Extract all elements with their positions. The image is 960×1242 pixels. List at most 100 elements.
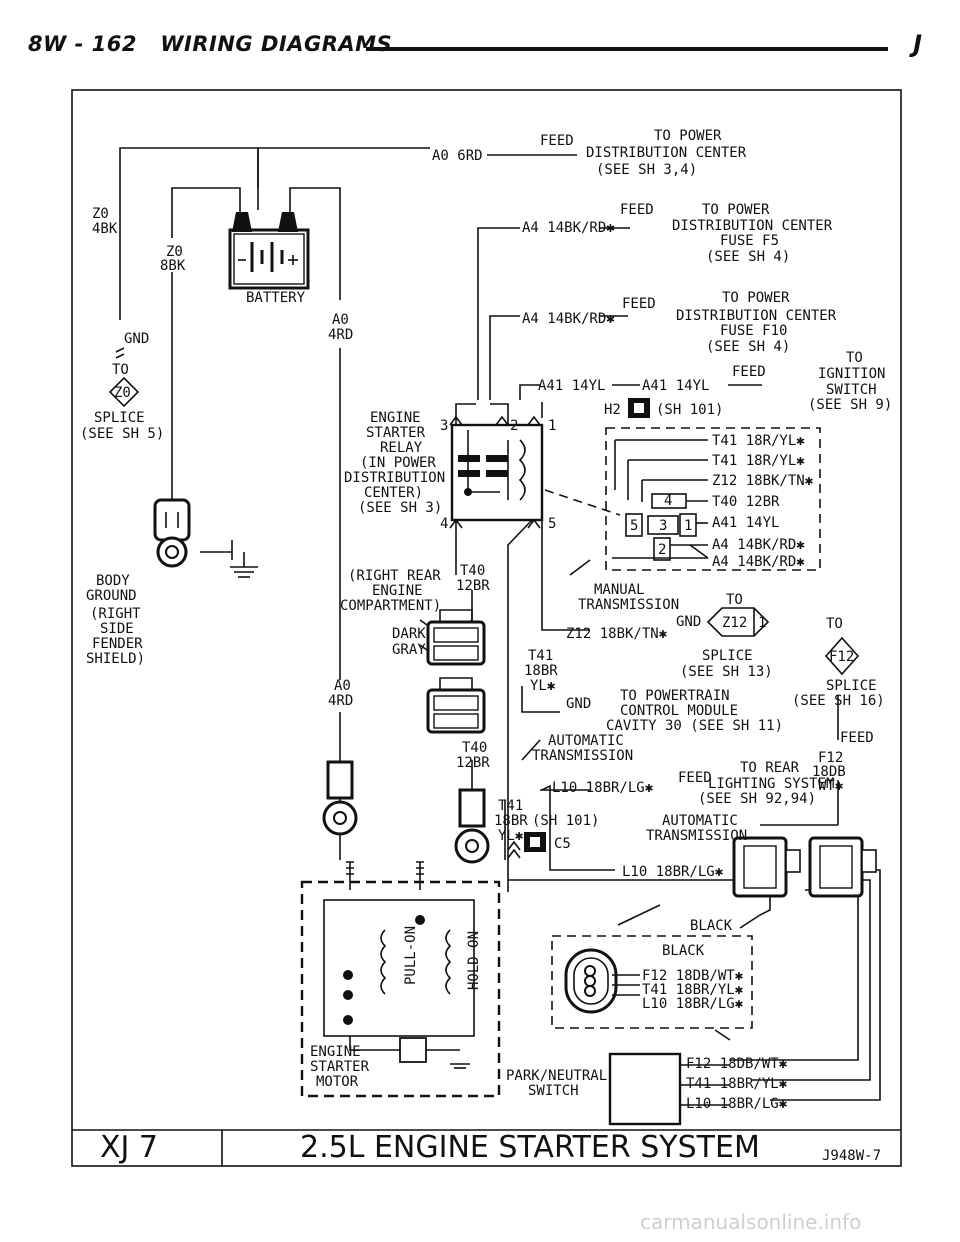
label-location: COMPARTMENT)	[340, 598, 441, 614]
label-pcm: CONTROL MODULE	[620, 703, 738, 719]
label-ground: (RIGHT	[90, 606, 141, 622]
label-relay: STARTER	[366, 425, 426, 441]
label-to: TO	[726, 592, 743, 608]
label-transmission: MANUAL	[594, 582, 645, 598]
label-to-rear: TO REAR	[740, 760, 800, 776]
label-pdc: DISTRIBUTION CENTER	[676, 308, 837, 324]
pns-connector-detail	[551, 935, 753, 1029]
label-wire: A0	[334, 678, 351, 694]
label-pin: 2	[510, 418, 518, 434]
label-wire: T40	[462, 740, 487, 756]
connector-h2-icon	[628, 398, 650, 418]
label-wire: A4 14BK/RD✱	[522, 311, 615, 327]
label-motor: ENGINE	[310, 1044, 361, 1060]
label-see-sheet: (SH 101)	[532, 813, 599, 829]
label-wire: T41	[498, 798, 523, 814]
label-feed: FEED	[840, 730, 874, 746]
label-connector-color: BLACK	[662, 943, 705, 959]
label-see-sheet: (SEE SH 4)	[706, 339, 790, 355]
label-transmission: AUTOMATIC	[548, 733, 624, 749]
eyelet-terminal-t40	[454, 788, 490, 864]
label-wire: 8BK	[160, 258, 186, 274]
label-coil: PULL-ON	[403, 926, 419, 985]
label-see-sheet: (SEE SH 16)	[792, 693, 885, 709]
harness-connector-gray	[426, 677, 486, 734]
label-wire: F12 18DB/WT✱	[642, 968, 744, 984]
pns-body	[608, 1052, 730, 1126]
label-see-sheet: (SEE SH 4)	[706, 249, 790, 265]
label-pdc: DISTRIBUTION CENTER	[672, 218, 833, 234]
label-splice: SPLICE	[94, 410, 145, 426]
label-pin: 5	[548, 516, 556, 532]
harness-connector-dark	[426, 609, 486, 666]
label-wire: 18BR	[524, 663, 558, 679]
label-wire: T40 12BR	[712, 494, 780, 510]
label-cavity: 2	[658, 542, 666, 558]
footer-model: XJ 7	[100, 1130, 158, 1165]
label-cavity: 5	[630, 518, 638, 534]
label-to: TO	[826, 616, 843, 632]
label-connector-color: DARK	[392, 626, 426, 642]
label-transmission: AUTOMATIC	[662, 813, 738, 829]
label-to: TO	[112, 362, 129, 378]
label-relay: RELAY	[380, 440, 423, 456]
label-splice: SPLICE	[702, 648, 753, 664]
label-wire: 18DB	[812, 764, 846, 780]
label-fuse: FUSE F10	[720, 323, 787, 339]
label-lighting: LIGHTING SYSTEM	[708, 776, 834, 792]
transmission-connector-right	[808, 836, 877, 898]
starter-motor-box	[300, 861, 501, 1098]
label-to: TO	[846, 350, 863, 366]
label-wire: F12	[818, 750, 843, 766]
label-see-sheet: (SH 101)	[656, 402, 723, 418]
eyelet-terminal-a0	[322, 760, 358, 836]
label-relay: ENGINE	[370, 410, 421, 426]
f12-splice-marker	[824, 636, 860, 676]
label-coil: HOLD-ON	[466, 931, 482, 990]
label-wire: 18BR	[494, 813, 528, 829]
label-wire: 4BK	[92, 221, 118, 237]
z12-splice-marker	[706, 607, 770, 637]
label-connector-id: C5	[554, 836, 571, 852]
label-to-power: TO POWER	[654, 128, 722, 144]
label-ground: GROUND	[86, 588, 137, 604]
label-cavity: 3	[659, 518, 667, 534]
label-wire: T41 18R/YL✱	[712, 453, 805, 469]
pdc-connector-box	[544, 427, 821, 571]
label-ground: SHIELD)	[86, 651, 145, 667]
footer-title: 2.5L ENGINE STARTER SYSTEM	[300, 1130, 760, 1165]
label-ground: FENDER	[92, 636, 143, 652]
label-feed: FEED	[620, 202, 654, 218]
label-wire: A0 6RD	[432, 148, 483, 164]
label-wire: A4 14BK/RD✱	[712, 537, 805, 553]
label-see-sheet: (SEE SH 13)	[680, 664, 773, 680]
label-location: (RIGHT REAR	[348, 568, 441, 584]
label-to-power: TO POWER	[722, 290, 790, 306]
watermark: carmanualsonline.info	[640, 1210, 862, 1234]
label-gnd: GND	[566, 696, 591, 712]
label-battery: BATTERY	[246, 290, 306, 306]
label-wire: Z12 18BK/TN✱	[566, 626, 668, 642]
label-pdc: DISTRIBUTION CENTER	[586, 145, 747, 161]
label-wire: YL✱	[498, 828, 524, 844]
body-ground-eyelet	[153, 498, 258, 578]
label-splice-id: F12	[829, 649, 854, 665]
label-wire: L10 18BR/LG✱	[622, 864, 724, 880]
label-gnd: GND	[124, 331, 149, 347]
label-to-power: TO POWER	[702, 202, 770, 218]
diagram-frame	[71, 89, 902, 1167]
starter-relay-symbol	[449, 415, 544, 529]
label-wire: Z12 18BK/TN✱	[712, 473, 814, 489]
label-wire: 4RD	[328, 693, 353, 709]
label-see-sheet: CAVITY 30 (SEE SH 11)	[606, 718, 783, 734]
label-connector-id: H2	[604, 402, 621, 418]
label-ignition: IGNITION	[818, 366, 885, 382]
label-wire: A41 14YL	[712, 515, 779, 531]
label-wire: T41 18BR/YL✱	[642, 982, 744, 998]
label-wire: L10 18BR/LG✱	[642, 996, 744, 1012]
label-wire: A4 14BK/RD✱	[712, 554, 805, 570]
label-transmission: TRANSMISSION	[646, 828, 747, 844]
label-cavity: 1	[684, 518, 692, 534]
label-wire: F12 18DB/WT✱	[686, 1056, 788, 1072]
